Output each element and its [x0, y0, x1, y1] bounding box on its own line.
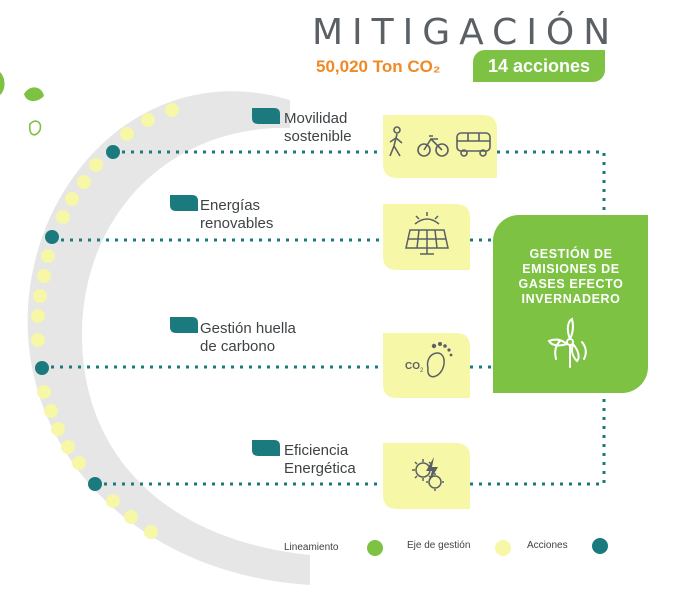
wind-turbine-icon [547, 317, 587, 368]
page-title: MITIGACIÓN [312, 12, 620, 53]
bicycle-icon [417, 135, 449, 157]
svg-text:CO: CO [405, 361, 420, 372]
icon-boxes [383, 115, 497, 509]
legend-dot-lineamiento [367, 540, 383, 556]
line-label-movilidad: Movilidad sostenible [284, 110, 352, 145]
leaf-icon [24, 87, 44, 102]
leaf-icon [0, 72, 5, 95]
gestion-title: GESTIÓN DE EMISIONES DE GASES EFECTO INV… [518, 247, 624, 306]
walker-icon [389, 126, 403, 157]
legend-dot-acciones [592, 538, 608, 554]
connector-lines [42, 150, 606, 486]
solar-panel-icon [405, 212, 449, 255]
bus-icon [456, 132, 491, 157]
line-label-energias: Energías renovables [200, 197, 274, 232]
legend-label-eje: Eje de gestión [407, 540, 471, 551]
line-label-eficiencia: Eficiencia Energética [284, 442, 356, 477]
line-tabs [170, 108, 280, 456]
legend-label-acciones: Acciones [527, 540, 568, 551]
gestion-box: GESTIÓN DE EMISIONES DE GASES EFECTO INV… [493, 215, 648, 393]
co2-footprint-icon: CO 2 [405, 342, 453, 378]
legend-dot-eje [495, 540, 511, 556]
line-label-huella: Gestión huella de carbono [200, 320, 296, 355]
background-arc [27, 91, 310, 586]
svg-text:2: 2 [420, 368, 424, 374]
leaf-icon [28, 120, 42, 136]
actions-badge: 14 acciones [473, 50, 605, 82]
mobility-icons [389, 126, 491, 157]
legend-label-lineamiento: Lineamiento [284, 542, 339, 553]
action-dots [35, 145, 120, 491]
emissions-total: 50,020 Ton CO₂ [316, 57, 441, 76]
energy-gear-icon [412, 457, 444, 491]
eje-dots [31, 103, 179, 539]
